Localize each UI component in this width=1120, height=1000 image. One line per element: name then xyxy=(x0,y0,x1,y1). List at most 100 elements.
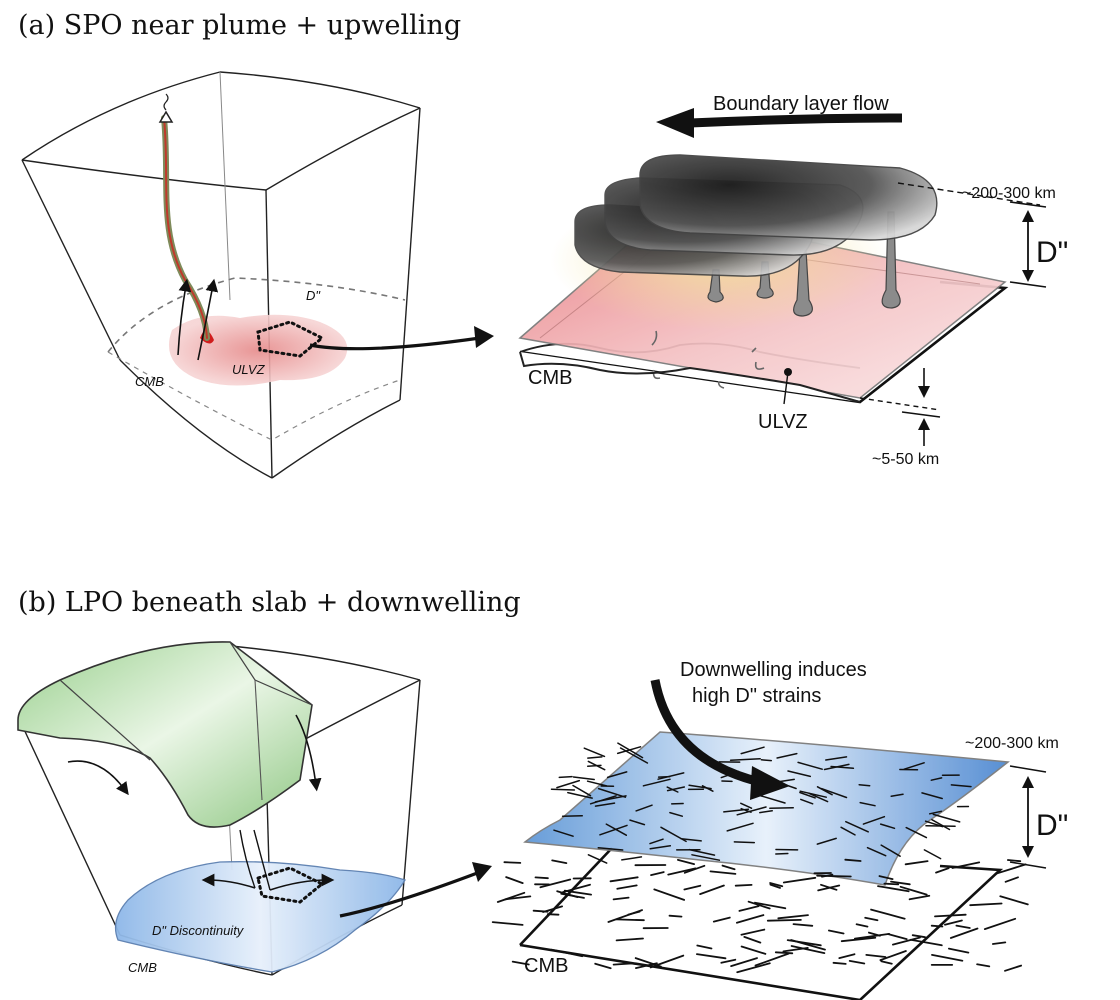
strain-mark xyxy=(666,786,686,792)
cube-top-right-edge xyxy=(265,107,421,191)
stem-3 xyxy=(793,249,813,317)
strain-mark xyxy=(696,953,727,960)
strain-mark xyxy=(992,941,1007,945)
strain-mark xyxy=(825,756,848,761)
strain-mark xyxy=(816,786,833,796)
strain-mark xyxy=(572,776,595,781)
panel-a-stems xyxy=(707,211,901,317)
panel-a-ulvz-label: ULVZ xyxy=(232,362,266,377)
strain-mark xyxy=(880,844,901,857)
strain-mark xyxy=(736,962,771,974)
panel-a-plume xyxy=(161,115,210,341)
strain-mark xyxy=(883,882,900,886)
strain-mark xyxy=(903,762,925,770)
panel-a-top-dash xyxy=(897,182,1041,206)
strain-mark xyxy=(950,784,972,788)
strain-mark xyxy=(870,908,906,920)
strain-mark xyxy=(790,945,826,954)
panel-a-bottom-tick xyxy=(1009,281,1047,288)
strain-mark xyxy=(904,860,929,866)
panel-a-ulvz-bottom-arrowhead xyxy=(918,418,930,430)
stem-2 xyxy=(756,261,774,299)
strain-mark xyxy=(887,933,908,940)
panel-b-slab-arrow-left xyxy=(67,760,129,796)
strain-mark xyxy=(787,770,812,778)
strain-mark xyxy=(828,929,845,935)
panel-a-cmb-label: CMB xyxy=(135,374,164,389)
strain-mark xyxy=(556,779,581,789)
panel-a-smoke-icon xyxy=(163,93,169,111)
strain-mark xyxy=(612,962,634,966)
strain-mark xyxy=(587,756,603,759)
cube-left-edge xyxy=(21,159,121,361)
panel-a-flow-label: Boundary layer flow xyxy=(713,93,889,115)
strain-mark xyxy=(649,838,664,845)
strain-mark xyxy=(1004,964,1022,972)
strain-mark xyxy=(808,792,829,803)
cube-bottom-left-edge xyxy=(119,359,273,479)
strain-mark xyxy=(799,791,816,799)
panel-b-slab-arrow-right xyxy=(295,714,322,792)
strain-mark xyxy=(838,953,856,959)
strain-mark xyxy=(688,784,712,790)
strain-mark xyxy=(756,793,786,804)
strain-mark xyxy=(680,838,702,842)
strain-mark xyxy=(586,764,602,767)
strain-mark xyxy=(866,846,887,857)
panel-a-bottom-dash xyxy=(859,397,941,411)
blob-3 xyxy=(639,154,938,241)
strain-mark xyxy=(864,916,879,922)
b-cube-top-back-edge xyxy=(219,644,421,681)
cube-right-edge xyxy=(399,107,421,401)
strain-mark xyxy=(817,884,841,892)
strain-mark xyxy=(605,823,628,836)
strain-mark xyxy=(840,826,856,836)
strain-mark xyxy=(539,878,572,889)
strain-mark xyxy=(720,958,737,964)
strain-mark xyxy=(777,914,809,920)
panel-b-downwelling-arrow xyxy=(650,679,762,787)
panel-b-cmb-base xyxy=(519,864,1004,1000)
strain-mark xyxy=(657,775,671,778)
strain-mark xyxy=(734,884,753,887)
panel-b-flow-label-2: high D" strains xyxy=(692,685,821,707)
panel-a-ulvz-patch xyxy=(168,314,348,386)
panel-a-plume-core xyxy=(163,117,208,339)
panel-a-d2-label: D" xyxy=(306,288,321,303)
panel-a-blobs xyxy=(574,154,938,277)
stem-1 xyxy=(707,269,724,303)
strain-mark xyxy=(862,815,886,825)
strain-mark xyxy=(712,916,731,923)
strain-mark xyxy=(740,746,765,755)
strain-mark xyxy=(589,795,617,805)
strain-mark xyxy=(969,902,1003,907)
panel-a-volcano-icon xyxy=(158,110,174,123)
strain-mark xyxy=(609,876,639,883)
strain-mark xyxy=(911,934,926,939)
panel-a-d2-label-detail: D" xyxy=(1036,236,1068,269)
panel-a-flow-arrowhead xyxy=(656,108,694,138)
panel-b-cmb-label: CMB xyxy=(128,960,157,975)
cube-back-edge xyxy=(219,71,231,301)
strain-mark xyxy=(696,944,713,950)
panel-b-strain-marks xyxy=(491,742,1029,974)
strain-mark xyxy=(740,945,767,955)
strain-mark xyxy=(677,859,695,865)
panel-b-zoom-arrow xyxy=(339,870,481,918)
strain-mark xyxy=(491,921,524,926)
panel-a-ulvz-top-arrowhead xyxy=(918,386,930,398)
strain-mark xyxy=(865,954,887,958)
panel-b-slab-fold-2 xyxy=(254,679,263,801)
strain-mark xyxy=(550,788,576,791)
strain-mark xyxy=(597,847,624,851)
strain-mark xyxy=(951,861,981,869)
panel-a-zoom-arrow xyxy=(309,336,481,351)
strain-mark xyxy=(934,913,967,918)
strain-mark xyxy=(669,811,684,817)
strain-mark xyxy=(890,880,911,886)
strain-mark xyxy=(740,807,752,813)
strain-mark xyxy=(855,923,869,928)
strain-mark xyxy=(616,884,638,890)
strain-mark xyxy=(657,772,685,780)
